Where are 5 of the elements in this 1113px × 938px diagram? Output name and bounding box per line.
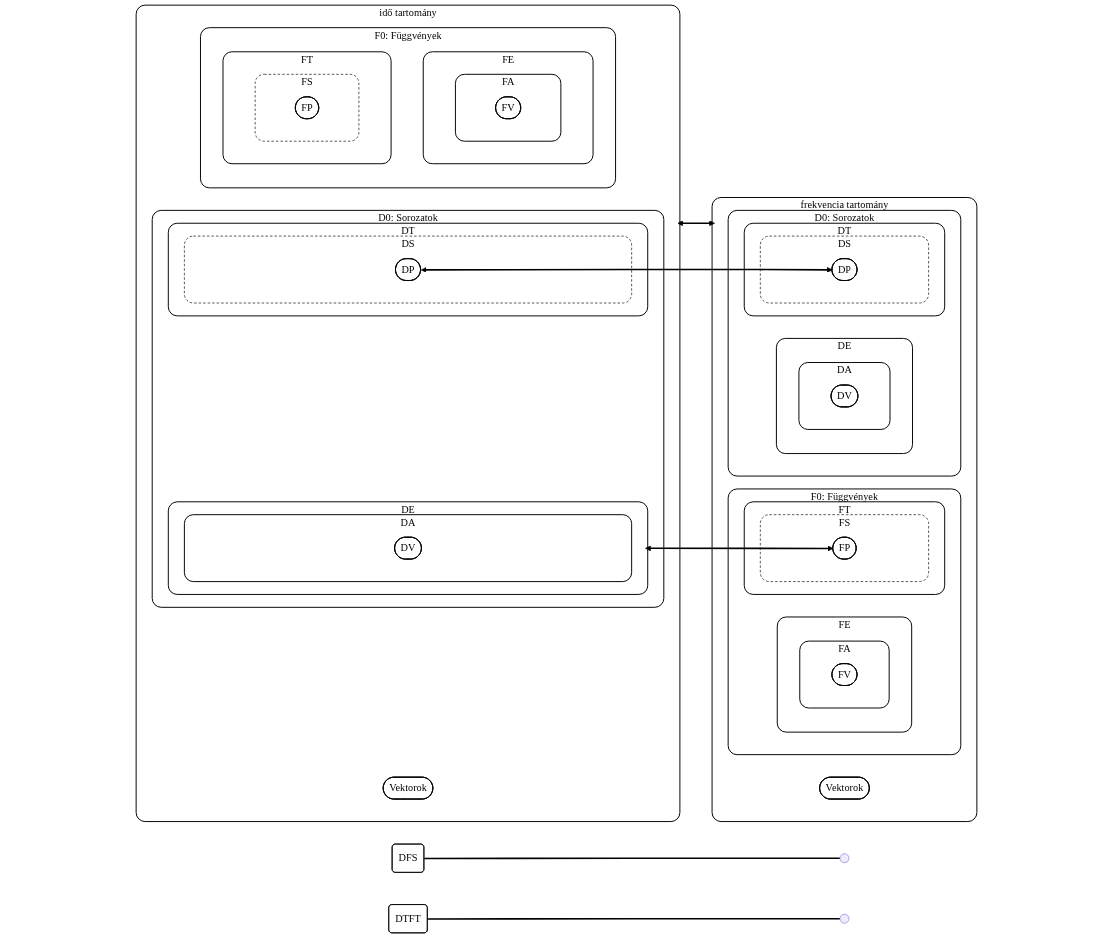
arrow bbox=[645, 545, 834, 552]
arrow bbox=[420, 267, 833, 273]
connector bbox=[426, 917, 841, 920]
arrow bbox=[677, 220, 715, 227]
connector bbox=[423, 857, 841, 860]
